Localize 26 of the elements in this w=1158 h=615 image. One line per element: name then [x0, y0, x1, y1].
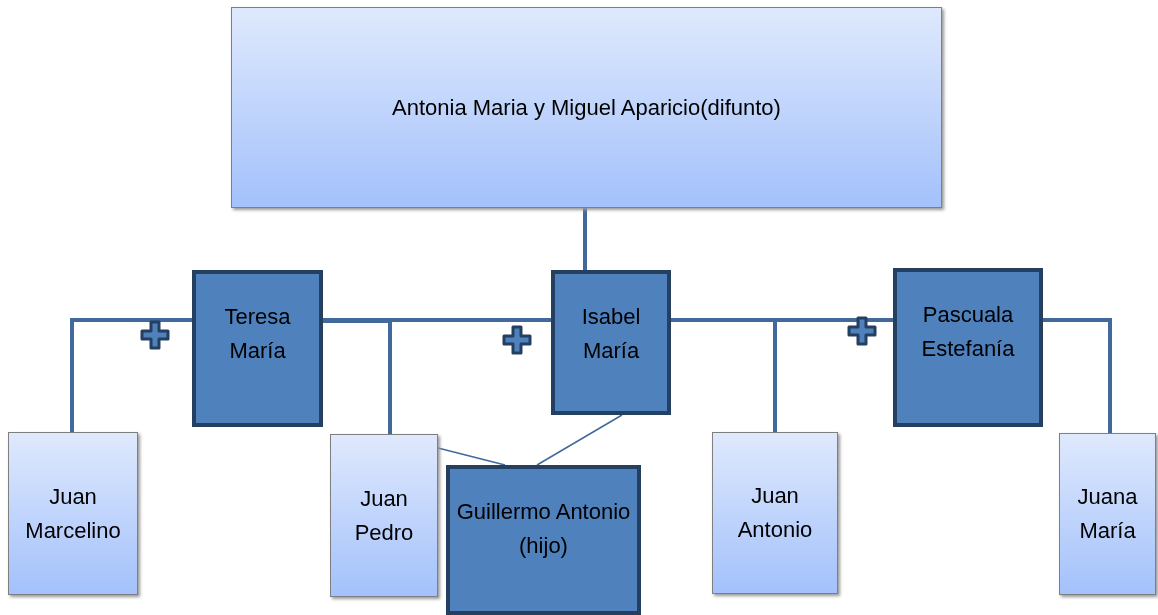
- person-box: [8, 432, 138, 595]
- connector-line: [536, 414, 623, 466]
- person-name: Juana María: [1076, 483, 1139, 545]
- person-name: Isabel María: [580, 303, 642, 365]
- person-box: [330, 434, 438, 597]
- person-name: Guillermo Antonio (hijo): [455, 498, 632, 560]
- person-box: [712, 432, 838, 594]
- connector-line: [323, 319, 392, 434]
- family-title: Antonia Maria y Miguel Aparicio(difunto): [391, 93, 782, 122]
- person-name: Teresa María: [223, 303, 292, 365]
- person-name: Juan Pedro: [353, 484, 415, 547]
- person-box: [192, 270, 323, 427]
- person-box: [446, 465, 641, 615]
- connector-line: [323, 318, 551, 322]
- person-name: Pascuala Estefanía: [920, 301, 1016, 363]
- connector-line: [671, 318, 777, 432]
- person-box: [551, 270, 671, 415]
- connector-line: [583, 208, 587, 270]
- person-box: [893, 268, 1043, 427]
- person-box: [1059, 433, 1156, 595]
- person-name: Juan Marcelino: [24, 482, 122, 545]
- family-header-box: [231, 7, 942, 208]
- connector-line: [70, 318, 192, 432]
- connector-line: [437, 447, 506, 466]
- connector-line: [1043, 318, 1112, 433]
- person-name: Juan Antonio: [736, 482, 814, 544]
